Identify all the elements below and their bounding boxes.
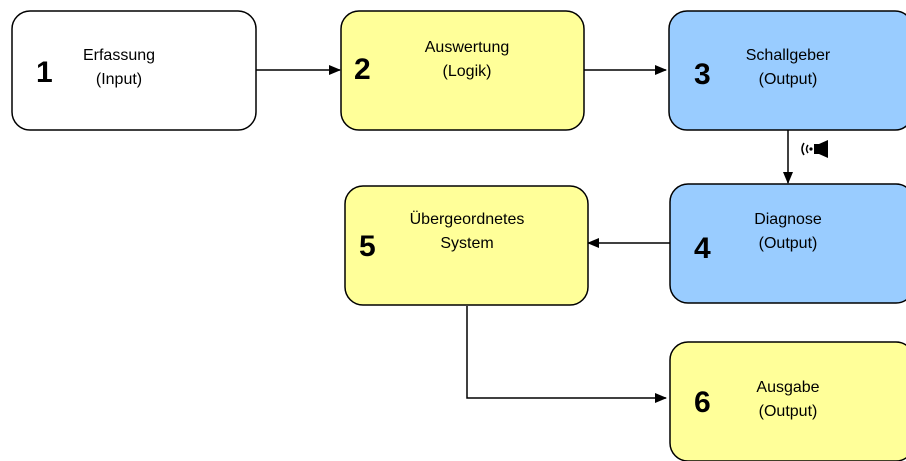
box-5-sublabel: System: [440, 235, 493, 252]
box-3: 3 Schallgeber (Output): [668, 10, 906, 131]
box-5-shape: [344, 185, 589, 306]
box-3-number: 3: [694, 58, 711, 91]
box-1-label: Erfassung: [83, 47, 155, 64]
box-5-number: 5: [359, 230, 376, 263]
box-3-shape: [668, 10, 906, 131]
speaker-sound-icon: [801, 140, 828, 158]
box-4-shape: [669, 183, 906, 304]
box-2-number: 2: [354, 53, 371, 86]
arrow-5-to-6: [466, 306, 667, 403]
box-1-sublabel: (Input): [96, 71, 142, 88]
box-1-shape: [11, 10, 257, 131]
box-4: 4 Diagnose (Output): [669, 183, 906, 304]
box-4-sublabel: (Output): [759, 235, 818, 252]
box-3-label: Schallgeber: [746, 47, 831, 64]
box-1-number: 1: [36, 56, 53, 89]
box-6-sublabel: (Output): [759, 403, 818, 420]
box-2-label: Auswertung: [425, 39, 510, 56]
box-4-number: 4: [694, 232, 711, 265]
box-6-number: 6: [694, 386, 711, 419]
box-1: 1 Erfassung (Input): [11, 10, 257, 131]
box-5-label: Übergeordnetes: [410, 210, 525, 228]
box-5: 5 Übergeordnetes System: [344, 185, 589, 306]
box-2-sublabel: (Logik): [443, 63, 492, 80]
box-6-shape: [669, 341, 906, 461]
box-6: 6 Ausgabe (Output): [669, 341, 906, 461]
box-4-label: Diagnose: [754, 211, 822, 228]
box-3-sublabel: (Output): [759, 71, 818, 88]
box-2: 2 Auswertung (Logik): [340, 10, 585, 131]
box-6-label: Ausgabe: [756, 379, 819, 396]
box-2-shape: [340, 10, 585, 131]
